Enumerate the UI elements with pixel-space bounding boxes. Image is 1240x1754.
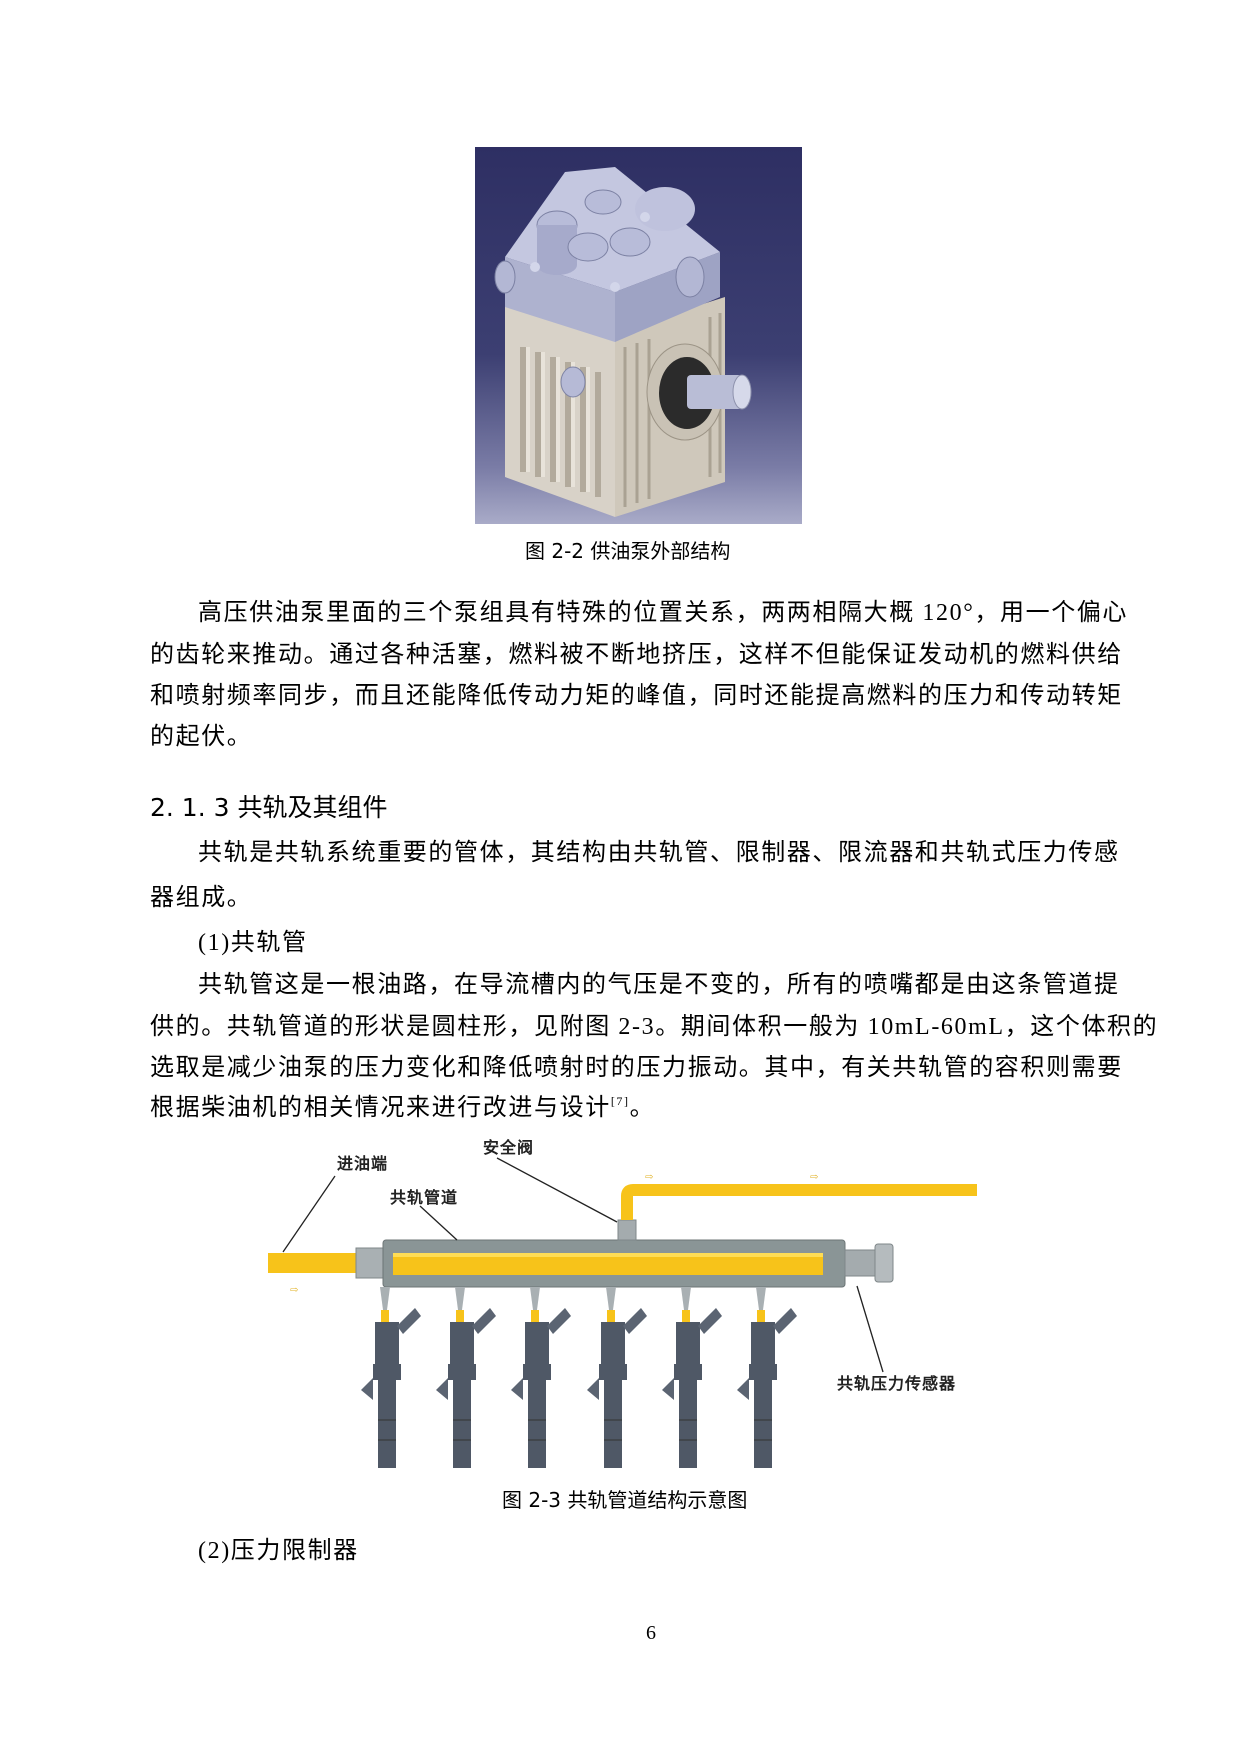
pump-illustration — [494, 167, 752, 517]
label-pressure-sensor: 共轨压力传感器 — [837, 1374, 957, 1393]
paragraph-line: 的齿轮来推动。通过各种活塞，燃料被不断地挤压，这样不但能保证发动机的燃料供给 — [150, 642, 1123, 668]
paragraph-line: 和喷射频率同步，而且还能降低传动力矩的峰值，同时还能提高燃料的压力和传动转矩 — [150, 683, 1123, 709]
paragraph-end-punct: 。 — [629, 1095, 656, 1121]
svg-text:⇨: ⇨ — [290, 1285, 298, 1296]
item-2-title: (2)压力限制器 — [198, 1538, 359, 1564]
label-inlet: 进油端 — [337, 1154, 389, 1173]
paragraph-line: 高压供油泵里面的三个泵组具有特殊的位置关系，两两相隔大概 120°，用一个偏心 — [198, 600, 1128, 626]
paragraph-line: 共轨是共轨系统重要的管体，其结构由共轨管、限制器、限流器和共轨式压力传感 — [198, 840, 1120, 866]
figure-2-3-caption: 图 2-3 共轨管道结构示意图 — [502, 1488, 748, 1512]
citation-reference[interactable]: [7] — [610, 1094, 630, 1108]
pump-figure-image — [475, 147, 802, 524]
label-safety-valve: 安全阀 — [483, 1138, 535, 1157]
paragraph-line: 选取是减少油泵的压力变化和降低喷射时的压力振动。其中，有关共轨管的容积则需要 — [150, 1055, 1123, 1081]
paragraph-text: 根据柴油机的相关情况来进行改进与设计 — [150, 1095, 611, 1121]
paragraph-line-last: 根据柴油机的相关情况来进行改进与设计[7]。 — [150, 1094, 1125, 1122]
item-1-title: (1)共轨管 — [198, 930, 308, 956]
rail-illustration: ⇨ ⇨ ⇨ — [268, 1157, 977, 1468]
page-number: 6 — [646, 1622, 656, 1644]
label-rail-pipe: 共轨管道 — [390, 1188, 459, 1207]
injector-group — [361, 1287, 797, 1468]
svg-text:⇨: ⇨ — [645, 1172, 653, 1183]
paragraph-line: 共轨管这是一根油路，在导流槽内的气压是不变的，所有的喷嘴都是由这条管道提 — [198, 972, 1120, 998]
svg-text:⇨: ⇨ — [810, 1172, 818, 1183]
common-rail-diagram: ⇨ ⇨ ⇨ 进油端 共轨管道 安全阀 共轨压力传感器 — [265, 1128, 980, 1473]
paragraph-line: 器组成。 — [150, 885, 253, 911]
figure-2-2-caption: 图 2-2 供油泵外部结构 — [525, 539, 731, 563]
paragraph-line: 的起伏。 — [150, 724, 253, 750]
paragraph-line: 供的。共轨管道的形状是圆柱形，见附图 2-3。期间体积一般为 10mL-60mL… — [150, 1014, 1159, 1040]
section-heading: 2. 1. 3 共轨及其组件 — [150, 793, 388, 822]
